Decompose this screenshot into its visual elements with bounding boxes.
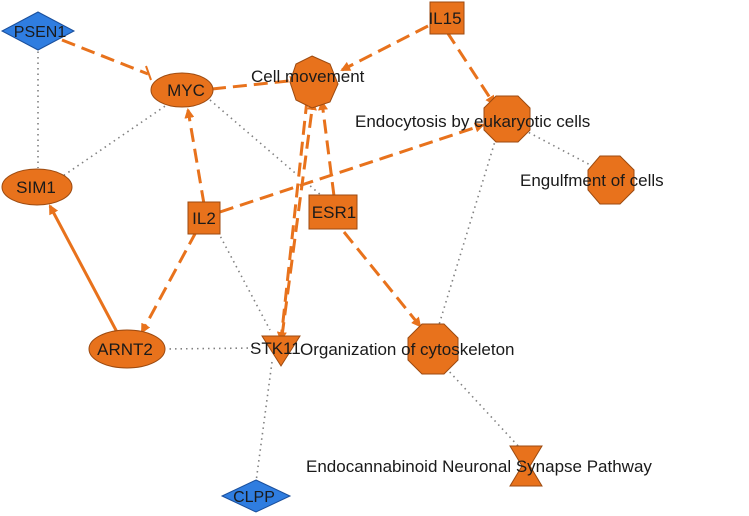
hexagon-shape: [289, 55, 339, 109]
edge-myc-esr1: [209, 99, 323, 197]
edge-psen1-myc-bar: [145, 65, 152, 81]
edge-il15-cellmovement: [340, 24, 429, 72]
edge-esr1-cellmovement: [318, 100, 336, 197]
edge-il15-endocytosis: [445, 31, 496, 106]
node-label-stk11: STK11: [250, 339, 301, 358]
edge-il2-endocytosis: [219, 122, 485, 214]
edge-il2-stk11: [217, 231, 271, 331]
edge-cytoskeleton-endocannabinoid: [445, 367, 521, 449]
edge-il2-myc: [184, 108, 206, 205]
node-arnt2[interactable]: ARNT2: [88, 329, 166, 369]
pathway-endocannabinoid[interactable]: Endocannabinoid Neuronal Synapse Pathway: [306, 445, 652, 487]
nodes: PSEN1 MYC IL15 Cell movement Endocytosis…: [0, 1, 664, 513]
node-esr1[interactable]: ESR1: [308, 194, 358, 230]
edge-myc-cellmovement: [211, 75, 300, 91]
edge-arnt2-sim1: [48, 204, 120, 335]
edges: [37, 24, 597, 483]
node-clpp[interactable]: CLPP: [220, 479, 292, 513]
diamond-shape: [220, 479, 292, 513]
pathway-label-endocannabinoid: Endocannabinoid Neuronal Synapse Pathway: [306, 457, 652, 476]
edge-endocytosis-engulfment: [523, 129, 597, 169]
function-label-endocytosis: Endocytosis by eukaryotic cells: [355, 112, 590, 131]
octagon-shape: [587, 155, 635, 205]
function-label-cell-movement: Cell movement: [251, 67, 365, 86]
node-label-psen1: PSEN1: [14, 24, 67, 41]
function-cell-movement[interactable]: Cell movement: [251, 55, 365, 109]
node-il15[interactable]: IL15: [428, 1, 465, 35]
edge-il2-arnt2: [140, 231, 198, 334]
edge-endocytosis-cytoskeleton: [437, 137, 497, 329]
rectangle-shape: [308, 194, 358, 230]
edge-stk11-cellmovement: [280, 100, 317, 337]
edge-myc-sim1: [59, 99, 175, 179]
function-engulfment[interactable]: Engulfment of cells: [520, 155, 664, 205]
node-label-il2: IL2: [192, 209, 216, 228]
node-label-esr1: ESR1: [312, 203, 356, 222]
ellipse-shape: [150, 72, 214, 108]
diamond-shape: [0, 11, 76, 51]
edge-cellmovement-stk11: [276, 99, 309, 342]
ellipse-shape: [88, 329, 166, 369]
node-label-clpp: CLPP: [233, 489, 275, 506]
square-shape: [187, 201, 221, 235]
edge-stk11-clpp: [255, 361, 273, 483]
node-label-arnt2: ARNT2: [97, 340, 153, 359]
edge-esr1-cytoskeleton: [342, 231, 422, 328]
node-il2[interactable]: IL2: [187, 201, 221, 235]
function-label-cytoskeleton: Organization of cytoskeleton: [300, 340, 515, 359]
node-stk11[interactable]: STK11: [250, 335, 301, 367]
octagon-shape: [407, 323, 459, 375]
edge-arnt2-stk11: [163, 347, 255, 350]
hexagon-shape: [483, 95, 531, 143]
ellipse-shape: [1, 168, 73, 206]
hourglass-shape: [509, 445, 543, 487]
node-label-sim1: SIM1: [16, 178, 56, 197]
square-shape: [429, 1, 465, 35]
triangle-down-shape: [261, 335, 301, 367]
function-cytoskeleton[interactable]: Organization of cytoskeleton: [300, 323, 515, 375]
function-endocytosis[interactable]: Endocytosis by eukaryotic cells: [355, 95, 590, 143]
node-label-myc: MYC: [167, 81, 205, 100]
node-label-il15: IL15: [428, 9, 461, 28]
edge-psen1-myc: [61, 38, 149, 76]
node-myc[interactable]: MYC: [150, 72, 214, 108]
node-sim1[interactable]: SIM1: [1, 168, 73, 206]
function-label-engulfment: Engulfment of cells: [520, 171, 664, 190]
node-psen1[interactable]: PSEN1: [0, 11, 76, 51]
